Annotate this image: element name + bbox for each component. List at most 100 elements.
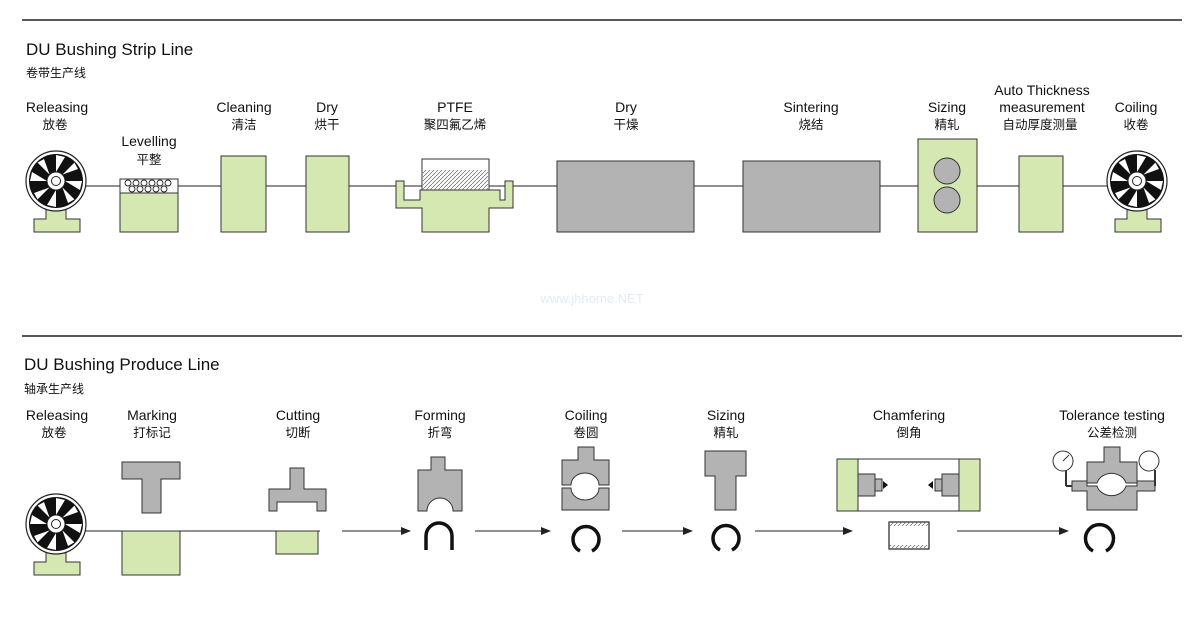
testing-upper-gauge <box>1086 446 1138 484</box>
produce-step-sizing: Sizing 精轧 <box>704 407 747 552</box>
sizing-mill <box>917 138 978 233</box>
produce-line-subtitle: 轴承生产线 <box>24 381 84 396</box>
step-label-cn: 切断 <box>285 425 310 440</box>
chamfer-right-spindle <box>941 473 960 497</box>
chamfer-left-tool <box>874 478 883 492</box>
dial-needle <box>1062 454 1070 462</box>
chamfer-left-spindle <box>857 473 876 497</box>
step-label-cn: 干燥 <box>613 117 639 132</box>
step-label-cn: 烘干 <box>314 117 339 132</box>
cleaning-machine <box>220 155 267 233</box>
tested-ring-icon <box>1083 522 1116 553</box>
step-label-en: Dry <box>615 99 637 115</box>
step-label-en: Coiling <box>1115 99 1158 115</box>
watermark: www.jhhome.NET <box>539 291 643 306</box>
step-label-cn: 烧结 <box>798 117 823 132</box>
produce-line-title: DU Bushing Produce Line <box>24 355 220 374</box>
strip-step-dry-2: Dry 干燥 <box>556 99 695 233</box>
step-label-en: Coiling <box>565 407 608 423</box>
coiling-lower-die <box>561 487 610 511</box>
right-cutter-icon <box>928 481 933 489</box>
strip-line-subtitle: 卷带生产线 <box>26 65 86 80</box>
step-label-cn: 卷圆 <box>573 425 598 440</box>
step-label-en: Tolerance testing <box>1059 407 1165 423</box>
coiling-upper-die <box>561 446 610 486</box>
strip-step-sizing: Sizing 精轧 <box>917 99 978 233</box>
step-label-en: Cleaning <box>216 99 271 115</box>
coiled-ring-icon <box>571 524 601 553</box>
strip-step-thickness: Auto Thickness measurement 自动厚度测量 <box>994 82 1090 233</box>
step-label-en: Marking <box>127 407 177 423</box>
step-label-en: Releasing <box>26 99 88 115</box>
ptfe-bath <box>395 180 514 233</box>
strip-step-ptfe: PTFE 聚四氟乙烯 <box>395 99 514 233</box>
step-label-cn: 公差检测 <box>1087 425 1137 440</box>
step-label-cn: 聚四氟乙烯 <box>424 117 487 132</box>
cut-blank <box>275 530 319 555</box>
left-cutter-icon <box>883 481 888 489</box>
chamfer-right-tool <box>934 478 943 492</box>
chamfer-right-head <box>958 458 981 512</box>
step-label-cn: 收卷 <box>1123 117 1149 132</box>
cutting-tool <box>268 467 327 512</box>
step-label-cn: 精轧 <box>713 425 738 440</box>
testing-lower-gauge <box>1071 480 1156 511</box>
strip-step-cleaning: Cleaning 清洁 <box>216 99 272 233</box>
strip-step-levelling: Levelling 平整 <box>119 133 179 233</box>
marking-punch <box>121 461 181 514</box>
produce-step-forming: Forming 折弯 <box>414 407 466 550</box>
right-dial-gauge-icon <box>1138 450 1160 472</box>
sizing-punch <box>704 450 747 511</box>
lower-roller-icon <box>933 186 961 214</box>
strip-step-sintering: Sintering 烧结 <box>742 99 881 233</box>
levelling-machine <box>119 192 179 233</box>
step-label-en: Forming <box>414 407 465 423</box>
produce-step-marking: Marking 打标记 <box>121 407 181 576</box>
strip-step-dry-1: Dry 烘干 <box>305 99 350 233</box>
step-label-en: Cutting <box>276 407 320 423</box>
step-label-cn: 清洁 <box>231 117 256 132</box>
strip-step-releasing: Releasing 放卷 <box>25 99 88 233</box>
u-shape-part-icon <box>424 521 454 550</box>
release-reel-icon <box>25 150 87 212</box>
levelling-rollers-icon <box>124 179 172 193</box>
step-label-en2: measurement <box>999 99 1085 115</box>
strip-line-section: DU Bushing Strip Line 卷带生产线 Releasing 放卷… <box>25 40 1168 306</box>
dry-oven <box>556 160 695 233</box>
bushing-icon <box>888 521 930 550</box>
coiling-reel-icon <box>1106 150 1168 212</box>
upper-roller-icon <box>933 157 961 185</box>
step-label-en: Chamfering <box>873 407 945 423</box>
produce-step-cutting: Cutting 切断 <box>268 407 327 555</box>
step-label-cn: 精轧 <box>934 117 959 132</box>
marking-die <box>121 530 181 576</box>
produce-line-section: DU Bushing Produce Line 轴承生产线 Releasing … <box>24 355 1165 576</box>
step-label-en: Sizing <box>707 407 745 423</box>
forming-die <box>417 456 463 512</box>
sized-ring-icon <box>711 523 741 552</box>
step-label-cn: 放卷 <box>42 117 68 132</box>
step-label-cn: 折弯 <box>427 425 452 440</box>
produce-step-coiling: Coiling 卷圆 <box>561 407 610 553</box>
step-label-cn: 自动厚度测量 <box>1002 117 1077 132</box>
step-label-cn: 平整 <box>136 152 162 167</box>
step-label-cn: 倒角 <box>896 425 921 440</box>
step-label-cn: 放卷 <box>41 425 67 440</box>
step-label-en: Sintering <box>783 99 838 115</box>
produce-step-tolerance: Tolerance testing 公差检测 <box>1052 407 1165 553</box>
chamfer-left-head <box>836 458 859 512</box>
ptfe-coating-icon <box>423 170 488 190</box>
step-label-en: Dry <box>316 99 338 115</box>
step-label-en: Sizing <box>928 99 966 115</box>
bushing-lining <box>889 545 929 549</box>
release-reel-icon <box>25 493 87 555</box>
step-label-en: Levelling <box>121 133 176 149</box>
step-label-en: Auto Thickness <box>994 82 1089 98</box>
sintering-oven <box>742 160 881 233</box>
produce-step-releasing: Releasing 放卷 <box>25 407 88 576</box>
step-label-cn: 打标记 <box>133 425 171 440</box>
bushing-lining <box>889 522 929 526</box>
produce-step-chamfering: Chamfering 倒角 <box>836 407 981 550</box>
thickness-gauge <box>1018 155 1064 233</box>
